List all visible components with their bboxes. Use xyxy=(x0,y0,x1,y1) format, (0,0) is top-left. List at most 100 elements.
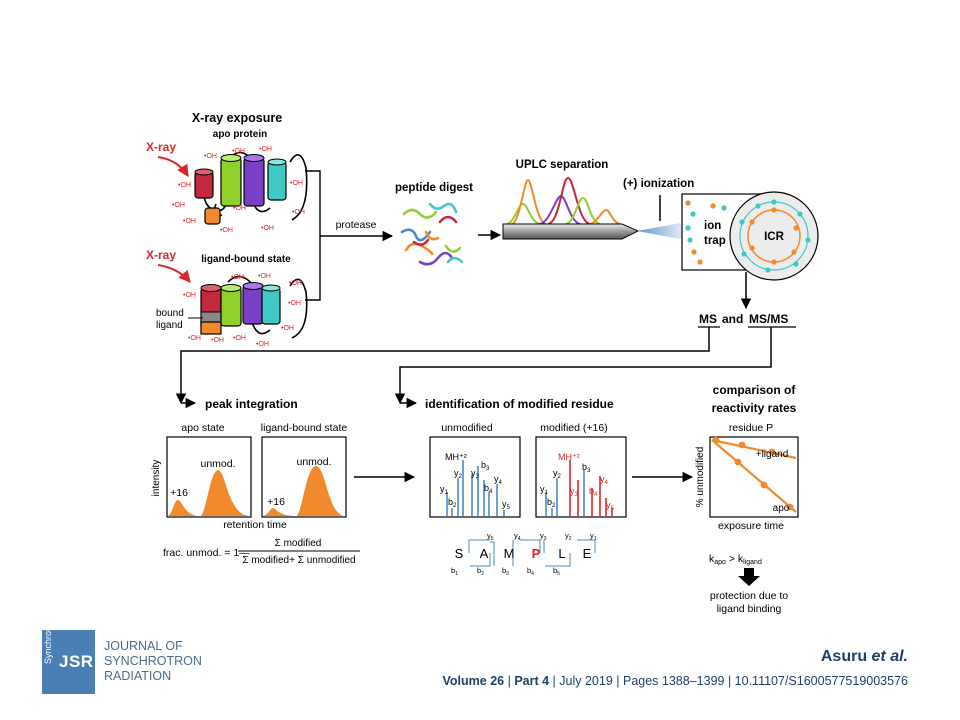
svg-text:y1: y1 xyxy=(440,484,449,496)
spray-beam xyxy=(637,222,686,240)
unmodified-spectrum-lines xyxy=(446,460,505,516)
oh-label: •OH xyxy=(256,341,269,348)
oh-label: •OH xyxy=(172,202,185,209)
author-etal: et al. xyxy=(871,648,908,665)
oh-label: •OH xyxy=(288,300,301,307)
plus-ligand-label: +ligand xyxy=(756,449,789,460)
peak-integration-title: peak integration xyxy=(205,397,298,411)
svg-text:y5: y5 xyxy=(606,500,615,512)
svg-text:b2: b2 xyxy=(448,497,457,509)
ligand-helix-purple xyxy=(242,285,264,325)
apo-helix-orange xyxy=(204,207,221,225)
svg-text:y4: y4 xyxy=(494,474,503,486)
rate-plot-frame xyxy=(709,436,799,518)
apo-helix-teal xyxy=(267,161,287,201)
svg-text:b4: b4 xyxy=(527,566,534,577)
ligand-bound-protein-structure xyxy=(200,275,308,339)
peptide-digest-label: peptide digest xyxy=(395,182,473,194)
icr-label: ICR xyxy=(764,231,785,243)
apo-line-label: apo xyxy=(773,503,790,514)
oh-label: •OH xyxy=(233,335,246,342)
journal-name-line3: RADIATION xyxy=(104,669,172,683)
apo-rate-line xyxy=(711,439,797,513)
msms-to-identification-arrow xyxy=(394,327,772,405)
ion-label: ion xyxy=(704,220,721,232)
xray-arrow-apo xyxy=(157,156,189,178)
oh-label: •OH xyxy=(232,148,245,155)
ligand-peaks xyxy=(262,466,345,516)
svg-text:y3: y3 xyxy=(570,486,579,498)
author-credit: Asuru et al. xyxy=(821,648,908,666)
journal-name: JOURNAL OF SYNCHROTRON RADIATION xyxy=(104,639,202,684)
unmodified-ion-labels: MH⁺² y2 y3 b3 y4 y1 b2 b4 y5 xyxy=(440,452,511,511)
residue-a: A xyxy=(480,546,489,561)
apo-helix-red xyxy=(194,171,214,199)
retention-time-label: retention time xyxy=(223,519,287,531)
modified-spectrum-frame xyxy=(535,436,627,518)
journal-logo: Synchrotron JSR JOURNAL OF SYNCHROTRON R… xyxy=(42,615,302,694)
citation-volume: Volume 26 xyxy=(442,674,505,688)
ligand-plot-frame xyxy=(261,436,347,518)
oh-label: •OH xyxy=(261,225,274,232)
citation-date: July 2019 xyxy=(559,674,613,688)
oh-label: •OH xyxy=(281,325,294,332)
jsr-badge: Synchrotron JSR xyxy=(42,615,95,694)
oh-label: •OH xyxy=(183,218,196,225)
protease-label: protease xyxy=(336,219,377,231)
ligand-bound-state-plot-label: ligand-bound state xyxy=(261,422,348,434)
svg-text:y3: y3 xyxy=(471,468,480,480)
formula-denominator: Σ modified+ Σ unmodified xyxy=(242,555,355,566)
jsr-side-text: Synchrotron xyxy=(43,615,53,664)
svg-text:b3: b3 xyxy=(481,460,490,472)
comparison-title-line2: reactivity rates xyxy=(712,401,797,415)
apo-plus16-label: +16 xyxy=(170,487,188,499)
residue-e: E xyxy=(583,546,592,561)
apo-peaks xyxy=(167,470,250,516)
citation-line: Volume 26 | Part 4 | July 2019 | Pages 1… xyxy=(442,674,909,688)
frac-unmod-formula: frac. unmod. = 1— xyxy=(163,547,250,559)
and-label: and xyxy=(722,312,743,326)
trap-ions xyxy=(685,200,727,265)
ligand-bound-state-label: ligand-bound state xyxy=(201,254,291,265)
sequence-ladder: y5 y4 y3 y2 y1 b1 b2 b3 b4 b5 xyxy=(451,531,597,577)
apo-oh-radicals: •OH •OH •OH •OH •OH •OH •OH •OH •OH •OH … xyxy=(172,146,305,234)
ligand-plus16-label: +16 xyxy=(267,496,285,508)
xray-arrow-ligand xyxy=(157,264,191,283)
residue-l: L xyxy=(558,546,565,561)
modified-plus16-label: modified (+16) xyxy=(540,422,607,434)
ligand-helix-green xyxy=(220,287,242,327)
oh-label: •OH xyxy=(233,205,246,212)
protection-line2: ligand binding xyxy=(717,603,782,615)
xray-label-ligand: X-ray xyxy=(146,248,176,262)
identification-title: identification of modified residue xyxy=(425,397,614,411)
oh-label: •OH xyxy=(231,274,244,281)
uplc-column xyxy=(502,223,640,240)
svg-text:y1: y1 xyxy=(590,531,597,542)
ligand-helix-teal xyxy=(261,287,281,325)
ligand-oh-radicals: •OH •OH •OH •OH •OH •OH •OH •OH •OH •OH xyxy=(183,273,302,348)
oh-label: •OH xyxy=(290,180,303,187)
oh-label: •OH xyxy=(259,146,272,153)
oh-label: •OH xyxy=(178,182,191,189)
trap-label: trap xyxy=(704,235,726,247)
peptide-fragments xyxy=(400,202,464,266)
ionization-label: (+) ionization xyxy=(623,178,694,190)
apo-protein-label: apo protein xyxy=(213,129,267,140)
svg-text:b3: b3 xyxy=(582,462,591,474)
mh2-label-modified: MH⁺² xyxy=(558,452,580,462)
svg-text:b5: b5 xyxy=(553,566,560,577)
svg-text:y4: y4 xyxy=(514,531,521,542)
apo-plot-frame xyxy=(166,436,252,518)
exposure-time-label: exposure time xyxy=(718,520,784,532)
svg-text:y2: y2 xyxy=(553,468,562,480)
formula-numerator: Σ modified xyxy=(275,538,322,549)
bound-label: bound xyxy=(156,308,184,319)
ligand-label: ligand xyxy=(156,320,183,331)
comparison-title-line1: comparison of xyxy=(713,383,797,397)
bracket xyxy=(305,170,321,301)
svg-text:kapo > kligand: kapo > kligand xyxy=(709,553,762,566)
bound-ligand-block xyxy=(200,311,222,323)
svg-text:b2: b2 xyxy=(477,566,484,577)
svg-text:y2: y2 xyxy=(454,468,463,480)
